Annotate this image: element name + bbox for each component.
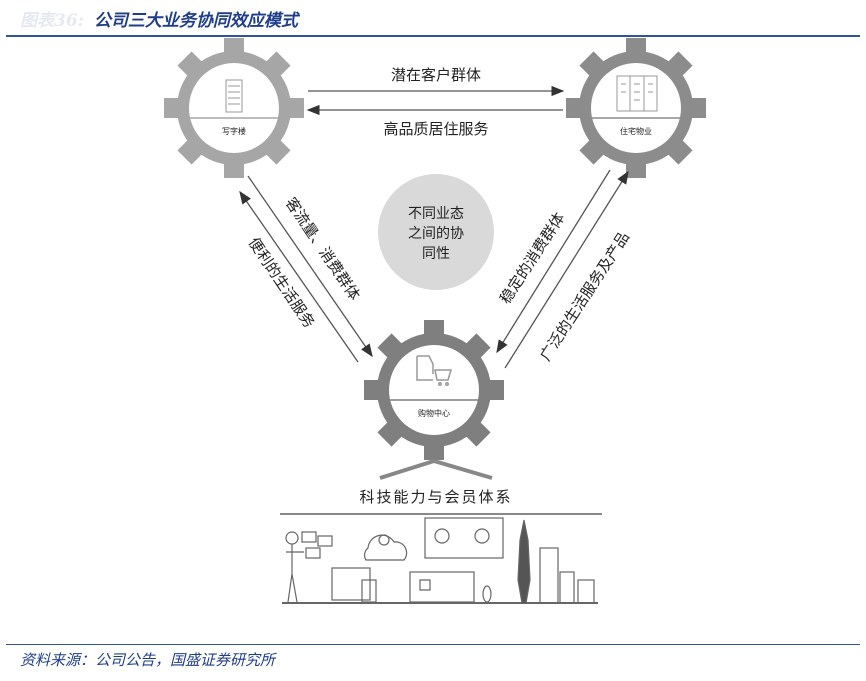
source-note: 资料来源：公司公告，国盛证券研究所: [20, 651, 276, 669]
header-rule: [6, 35, 860, 37]
label-broad-services: 广泛的生活服务及产品: [536, 229, 633, 365]
office-building-icon: [225, 79, 243, 113]
gear-residential: [566, 38, 706, 178]
gear-office: [164, 38, 304, 178]
arrow-mall-to-residential: [504, 170, 629, 369]
gear-mall: [364, 320, 504, 460]
gear-label-residential: 住宅物业: [620, 126, 652, 136]
gear-hub: [591, 63, 681, 153]
residential-building-icon: [616, 75, 658, 112]
figure-number: 图表36:: [20, 11, 84, 31]
center-text-2: 之间的协: [408, 226, 464, 242]
technology-illustration: [282, 517, 598, 604]
gear-hub: [189, 63, 279, 153]
gear-label-office: 写字楼: [222, 126, 246, 136]
arrow-office-to-mall: [247, 175, 373, 358]
center-circle: [378, 174, 494, 290]
figure-title: 公司三大业务协同效应模式: [93, 11, 298, 31]
foundation-label: 科技能力与会员体系: [359, 488, 512, 506]
label-stable-consumers: 稳定的消费群体: [496, 209, 568, 307]
roof-chevron: [379, 458, 493, 480]
figure-header: 图表36: 公司三大业务协同效应模式: [20, 6, 298, 31]
footer-rule: [6, 644, 860, 645]
center-text-3: 同性: [422, 246, 450, 262]
shopping-cart-icon: [416, 355, 453, 386]
label-quality-living: 高品质居住服务: [383, 120, 488, 138]
gear-label-mall: 购物中心: [418, 408, 450, 418]
label-convenient-services: 便利的生活服务: [245, 234, 319, 331]
gear-hub: [389, 345, 479, 435]
arrow-mall-to-office: [239, 190, 359, 363]
label-potential-customers: 潜在客户群体: [391, 66, 481, 84]
arrow-residential-to-mall: [496, 169, 611, 354]
center-text-1: 不同业态: [408, 206, 464, 222]
